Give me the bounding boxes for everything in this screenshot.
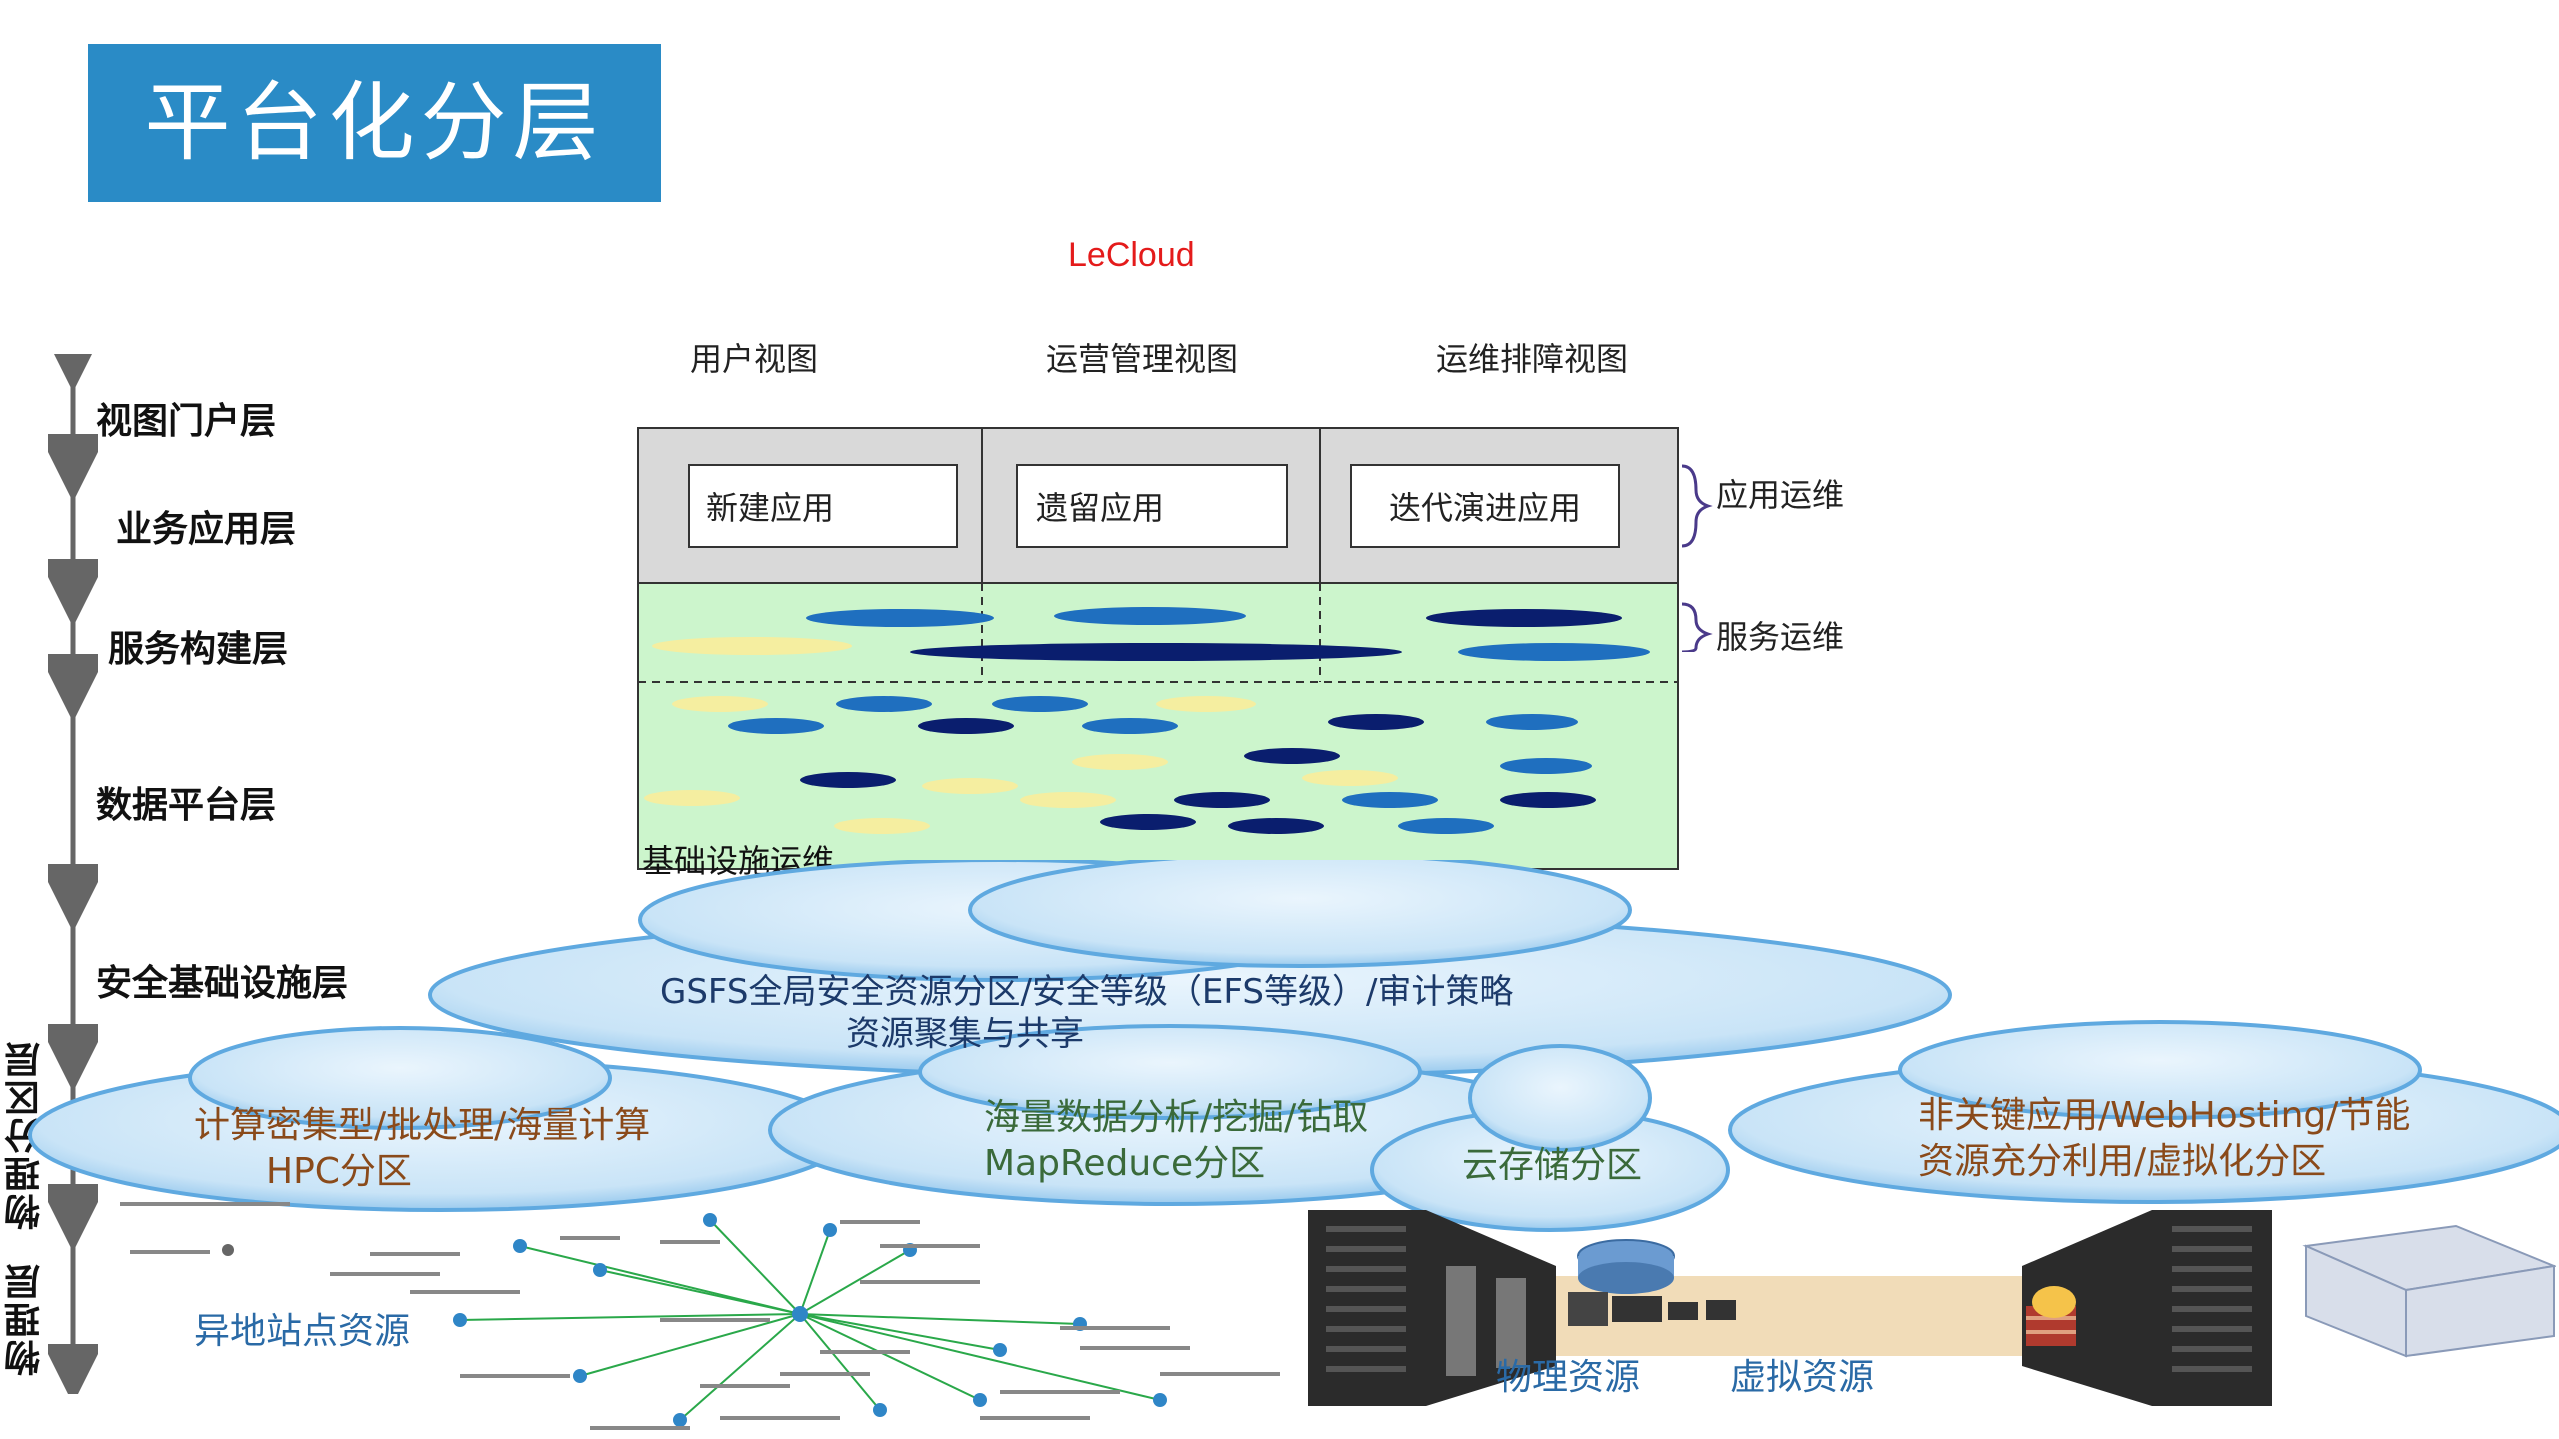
- layer-label-business-app: 业务应用层: [116, 509, 297, 550]
- center-devices: [1556, 1239, 2022, 1356]
- ops-brackets: [1681, 464, 1713, 652]
- service-ellipses: [652, 607, 1650, 661]
- server-racks-illustration: [1308, 1210, 2556, 1406]
- hpc-partition-line1: 计算密集型/批处理/海量计算: [194, 1105, 651, 1146]
- view-label-user: 用户视图: [690, 340, 819, 378]
- storage-cloud: [1370, 1044, 1730, 1232]
- brand-label: LeCloud: [1068, 236, 1195, 274]
- virtual-partition-line2: 资源充分利用/虚拟化分区: [1918, 1141, 2327, 1182]
- physical-resources-label: 物理资源: [1496, 1357, 1641, 1398]
- layer-label-physical: 物理层: [5, 1262, 46, 1376]
- view-label-ops-management: 运营管理视图: [1046, 340, 1239, 378]
- security-cloud-line2: 资源聚集与共享: [846, 1014, 1084, 1054]
- virtual-partition-line1: 非关键应用/WebHosting/节能: [1918, 1095, 2411, 1136]
- data-ellipses: [644, 696, 1596, 834]
- mapreduce-partition-line1: 海量数据分析/挖掘/钻取: [984, 1097, 1369, 1138]
- virtual-cloud: [1728, 1020, 2559, 1204]
- storage-partition-label: 云存储分区: [1462, 1145, 1643, 1186]
- remote-site-resources-label: 异地站点资源: [194, 1311, 411, 1352]
- virtual-rack-right: [2022, 1210, 2272, 1406]
- remote-site-network-graph: [120, 1202, 1280, 1430]
- firewall-icon: [2026, 1286, 2076, 1346]
- app-box-new: 新建应用: [688, 464, 958, 548]
- app-ops-label: 应用运维: [1716, 476, 1845, 514]
- security-cloud-line1: GSFS全局安全资源分区/安全等级（EFS等级）/审计策略: [660, 972, 1514, 1012]
- server-cluster-icon: [2302, 1224, 2556, 1358]
- layer-label-service-build: 服务构建层: [108, 629, 289, 670]
- service-ops-label: 服务运维: [1716, 618, 1845, 656]
- app-box-iterative: 迭代演进应用: [1350, 464, 1620, 548]
- hpc-cloud: [28, 1026, 852, 1212]
- app-box-legacy: 遗留应用: [1016, 464, 1288, 548]
- virtual-resources-label: 虚拟资源: [1730, 1357, 1875, 1398]
- cloud-layer: [28, 860, 2559, 1232]
- hpc-partition-line2: HPC分区: [266, 1151, 412, 1192]
- security-cloud: [428, 860, 1952, 1079]
- layer-label-data-platform: 数据平台层: [96, 785, 277, 826]
- page-title: 平台化分层: [88, 44, 661, 202]
- mapreduce-partition-line2: MapReduce分区: [984, 1143, 1266, 1184]
- mapreduce-cloud: [768, 1024, 1572, 1206]
- layer-label-view-portal: 视图门户层: [96, 401, 277, 442]
- view-label-troubleshooting: 运维排障视图: [1436, 340, 1629, 378]
- physical-rack-left: [1308, 1210, 1556, 1406]
- layer-label-security-infra: 安全基础设施层: [96, 963, 349, 1004]
